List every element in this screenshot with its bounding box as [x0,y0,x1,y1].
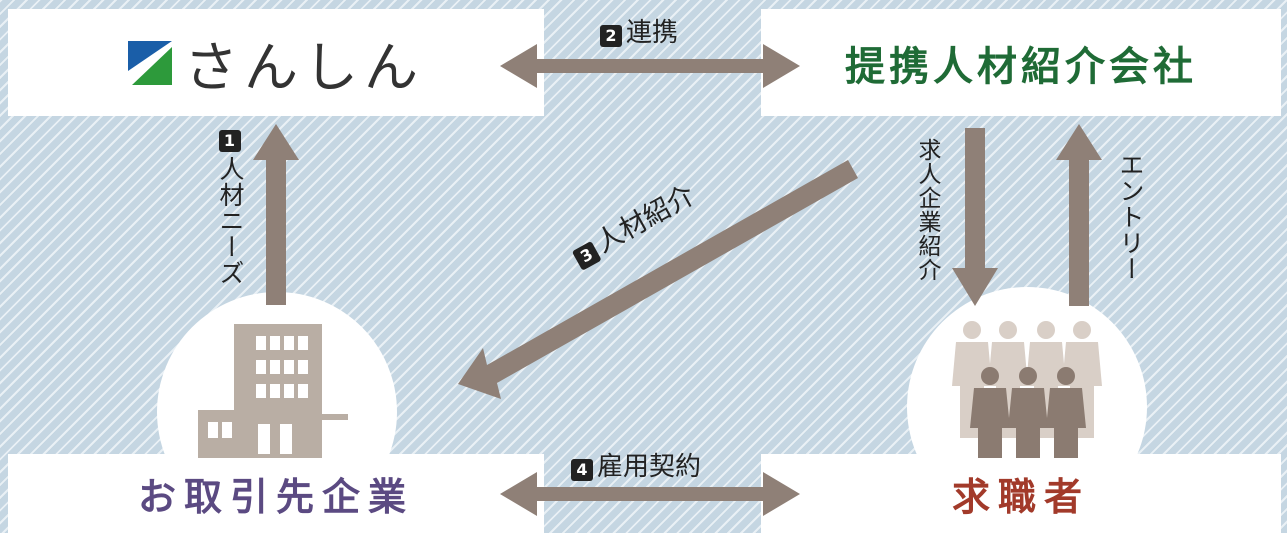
seeker-box: 求職者 [761,454,1281,533]
arrow-entry [1056,124,1102,306]
sanshin-box: さんしん [8,9,544,116]
job-seekers-group-icon [952,321,1102,458]
flow-2-text: 連携 [626,18,679,48]
flow-2-number: 2 [600,25,622,47]
partner-box: 提携人材紹介会社 [761,9,1281,116]
job-intro-text: 求人企業紹介 [914,138,940,282]
arrow-partnership [500,44,800,88]
flow-4-number: 4 [571,459,593,481]
job-intro-label: 求人企業紹介 [910,138,944,282]
sanshin-logo-icon [128,40,172,85]
flow-1-number: 1 [219,130,241,152]
client-box: お取引先企業 [8,454,544,533]
client-label: お取引先企業 [137,475,414,519]
arrow-employment [500,472,800,516]
flow-1-label: 1 人材ニーズ [212,130,248,286]
office-building-icon [198,324,348,458]
entry-text: エントリー [1116,152,1145,282]
arrow-job-intro [952,128,998,306]
sanshin-label: さんしん [184,36,424,99]
arrow-needs [253,124,299,305]
partner-label: 提携人材紹介会社 [845,43,1197,90]
arrow-referral [458,160,858,399]
flow-4-text: 雇用契約 [597,452,702,482]
entry-label: エントリー [1112,152,1148,282]
flow-1-text: 人材ニーズ [216,156,245,286]
seeker-label: 求職者 [951,475,1090,519]
